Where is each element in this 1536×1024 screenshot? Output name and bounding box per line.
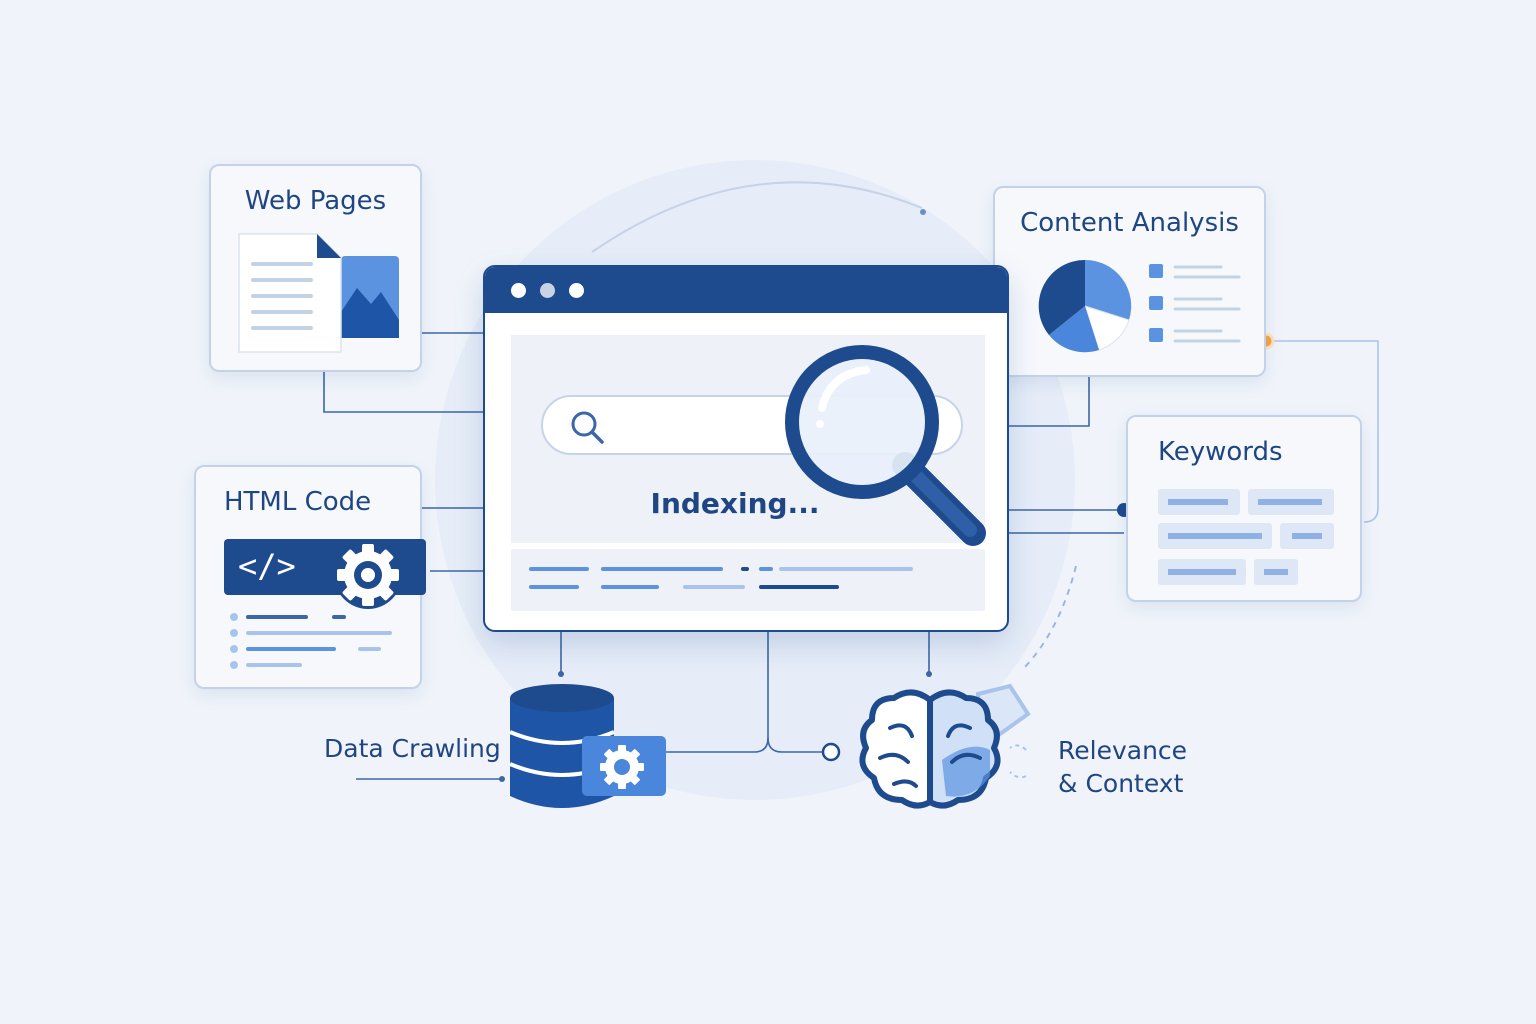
progress-lines — [529, 567, 913, 589]
window-dot-1 — [511, 283, 526, 298]
relevance-label: Relevance & Context — [1058, 734, 1187, 800]
pie-slice-2 — [1084, 305, 1130, 351]
dashed-arc — [1023, 565, 1077, 669]
keyword-tags — [1158, 489, 1334, 585]
content-analysis-title: Content Analysis — [1020, 208, 1239, 238]
brain-connector-ring — [821, 742, 841, 762]
pie-slice-1 — [1085, 259, 1132, 320]
crawling-arrow-end — [499, 776, 505, 782]
line-webpages-down — [323, 372, 510, 413]
image-icon — [341, 288, 399, 338]
browser-title-bar — [485, 267, 1007, 313]
line-content-keywords — [1266, 340, 1379, 523]
web-pages-title: Web Pages — [244, 186, 387, 216]
database-icon — [509, 684, 666, 808]
line-content-down — [1009, 377, 1090, 427]
keywords-title: Keywords — [1158, 437, 1283, 467]
data-crawling-label: Data Crawling — [324, 734, 501, 763]
code-symbol: </> — [238, 547, 296, 585]
database-gear-icon — [582, 736, 666, 796]
line-split-to-brain — [767, 737, 822, 753]
database-arrow-end — [558, 671, 564, 677]
pie-slice-4 — [1038, 259, 1085, 335]
document-fold — [317, 234, 341, 258]
keywords-card: Keywords — [1126, 415, 1362, 602]
gear-icon — [334, 541, 402, 609]
browser-footer-area — [511, 549, 985, 611]
pie-chart-icon — [1038, 259, 1132, 353]
brain-arrow-end — [926, 671, 932, 677]
document-icon — [238, 233, 399, 353]
pie-slice-3 — [1049, 306, 1099, 353]
html-code-title: HTML Code — [224, 487, 372, 517]
brain-icon — [859, 683, 1031, 809]
html-code-card: HTML Code </> — [194, 465, 426, 689]
magnifier-icon — [785, 345, 986, 546]
search-icon — [571, 411, 604, 444]
code-lines — [230, 613, 392, 669]
legend-lines — [1149, 264, 1241, 343]
indexing-status: Indexing... — [650, 487, 820, 520]
relevance-line-1: Relevance — [1058, 736, 1188, 765]
arc-end-dot — [920, 209, 926, 215]
web-pages-card: Web Pages — [209, 164, 422, 372]
top-arc — [591, 181, 923, 253]
window-dot-3 — [569, 283, 584, 298]
relevance-line-2: & Context — [1058, 769, 1184, 798]
window-dot-2 — [540, 283, 555, 298]
content-analysis-card: Content Analysis — [993, 186, 1266, 377]
